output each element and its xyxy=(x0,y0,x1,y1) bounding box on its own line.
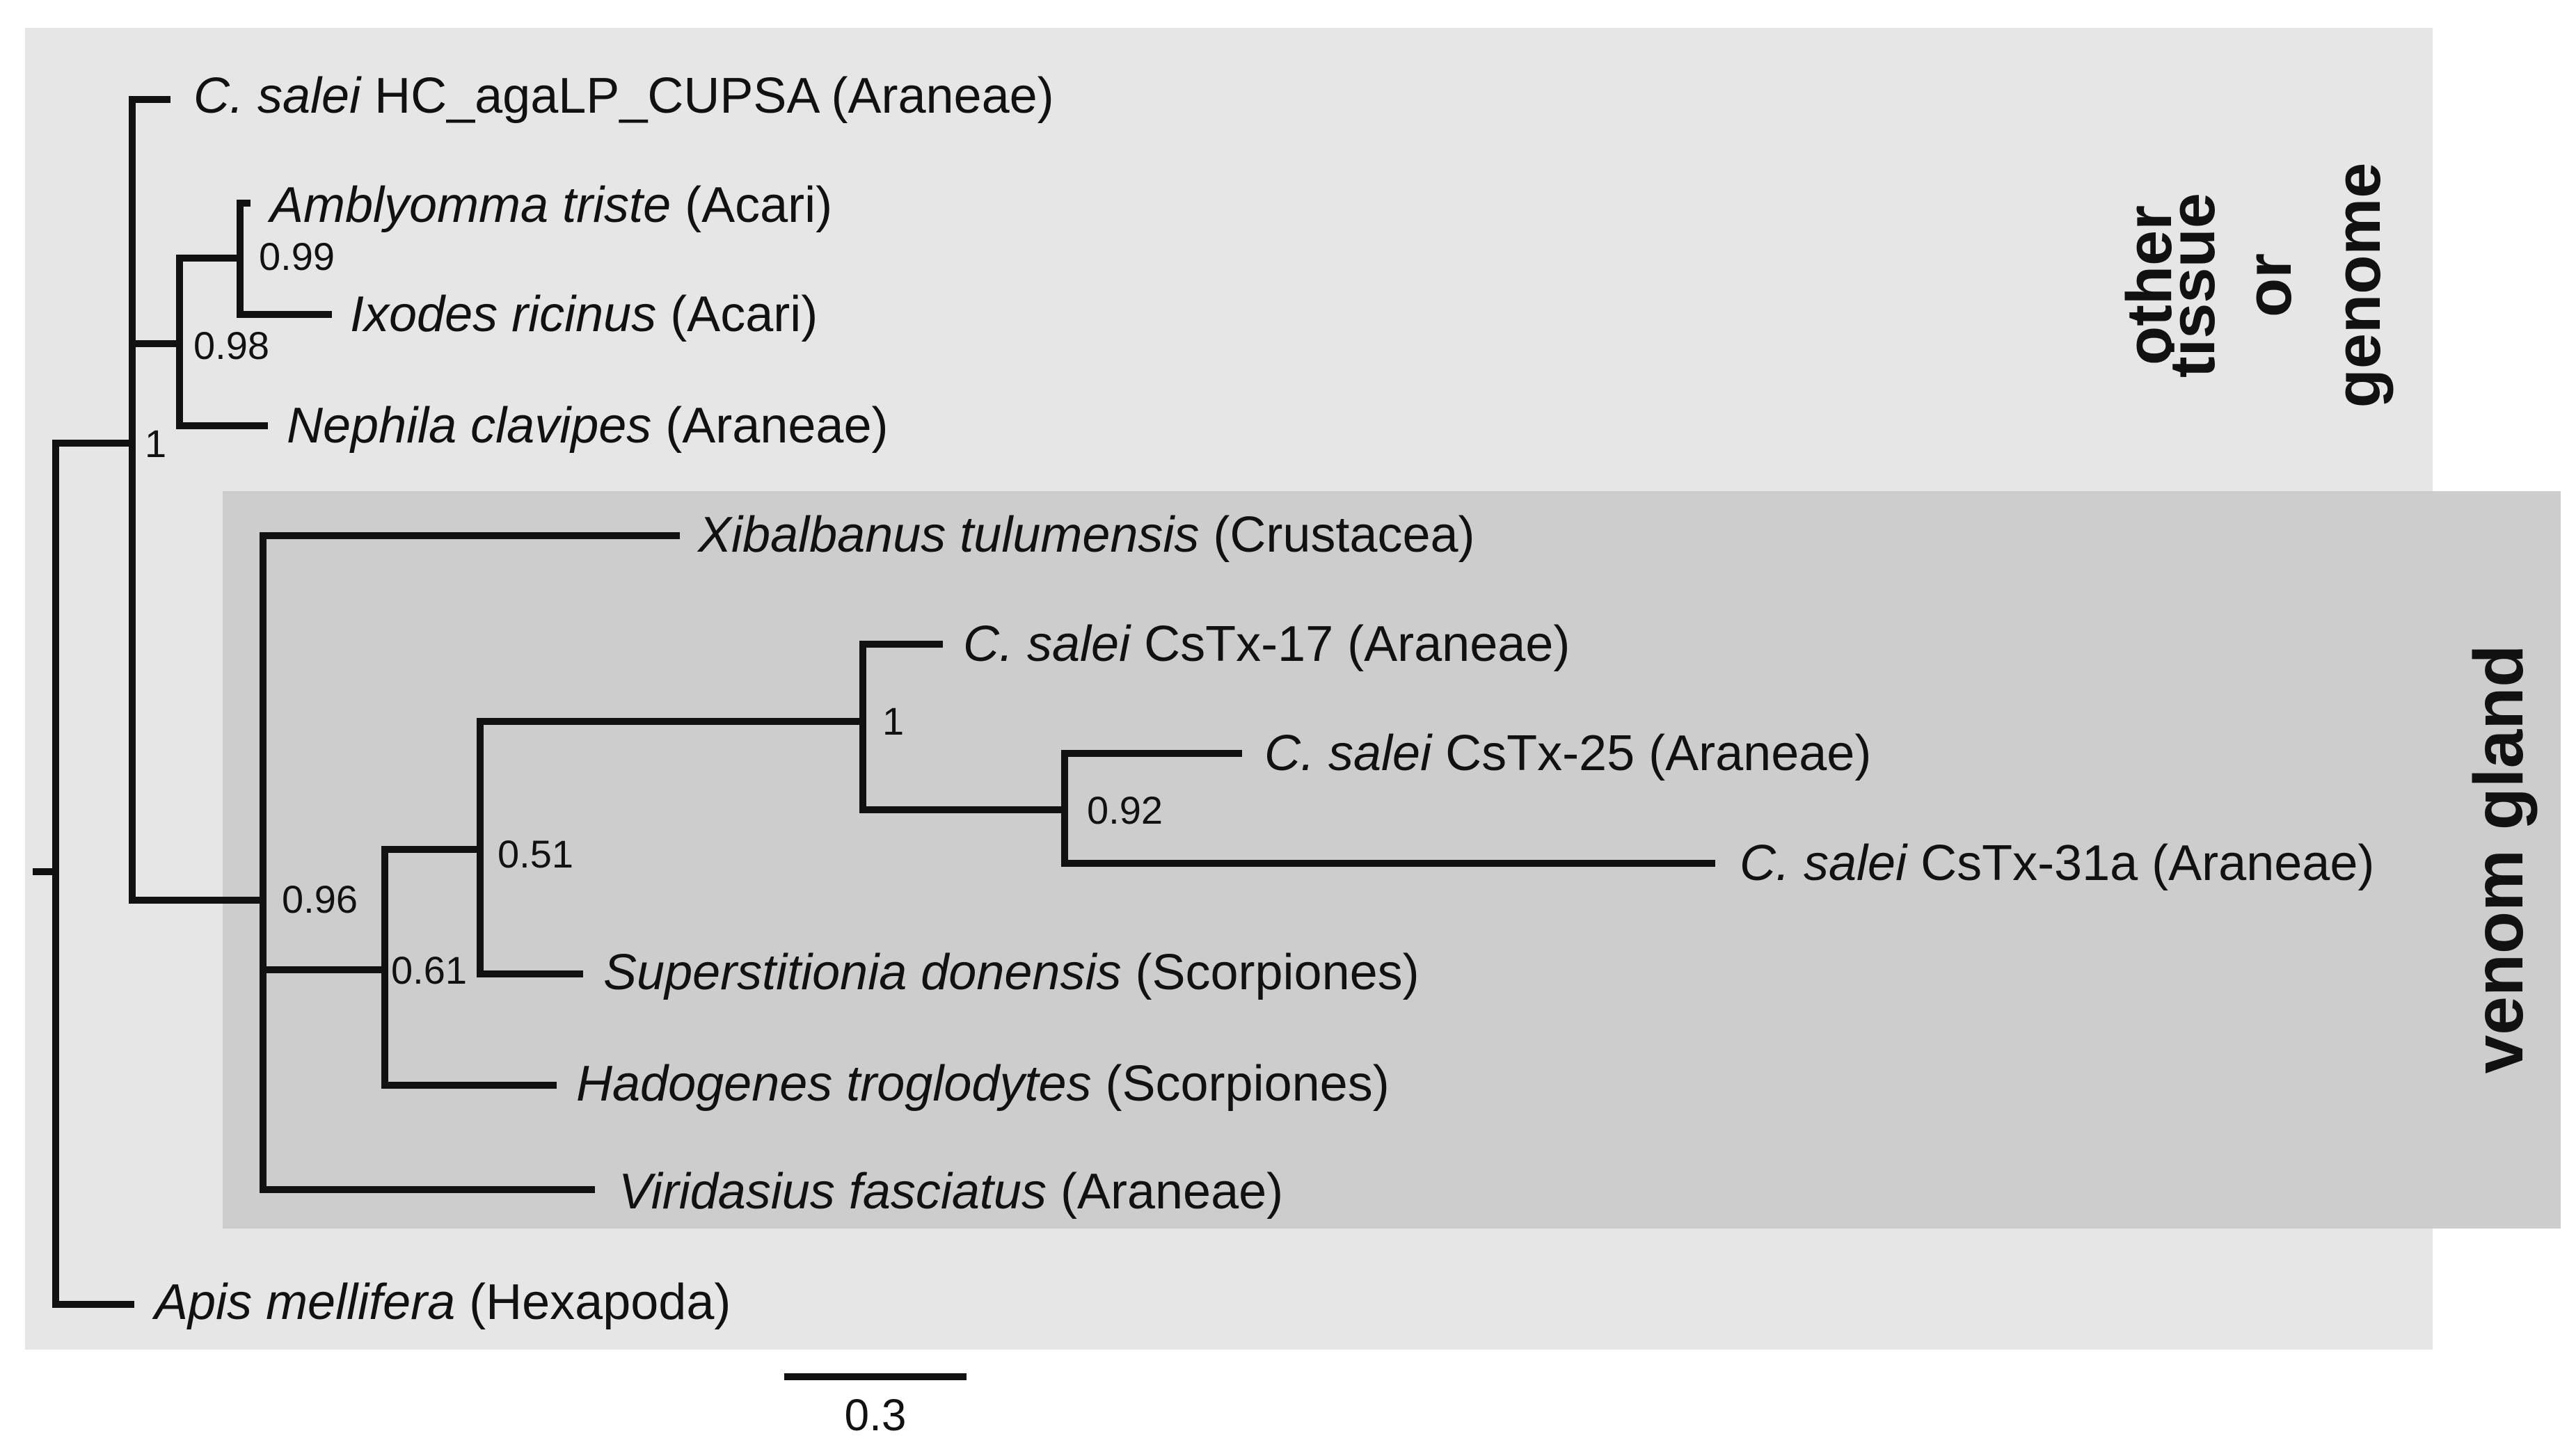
taxon-label: Nephila clavipes (Araneae) xyxy=(287,398,888,454)
support-value: 0.92 xyxy=(1087,788,1163,832)
taxon-species: Viridasius fasciatus xyxy=(619,1164,1047,1220)
other-tissue-label-line-4: genome xyxy=(2323,163,2394,408)
taxon-detail: (Acari) xyxy=(671,177,832,233)
taxon-species: C. salei xyxy=(1740,836,1908,891)
support-value: 0.99 xyxy=(259,234,335,278)
scale-bar-label: 0.3 xyxy=(845,1390,907,1440)
taxon-species: Apis mellifera xyxy=(152,1274,455,1330)
taxon-species: Superstitionia donensis xyxy=(603,945,1121,1000)
other-tissue-label-line-2: tissue xyxy=(2157,193,2228,378)
support-value: 0.51 xyxy=(498,832,573,876)
venom-gland-label: venom gland xyxy=(2460,645,2538,1074)
taxon-detail: (Araneae) xyxy=(651,398,888,454)
taxon-label: C. salei CsTx-31a (Araneae) xyxy=(1740,836,2374,891)
support-value: 0.98 xyxy=(193,323,269,367)
taxon-species: Amblyomma triste xyxy=(267,177,671,233)
support-values: 0.99 0.98 1 1 0.92 0.51 0.96 0.61 xyxy=(145,234,1163,992)
taxon-detail: CsTx-25 (Araneae) xyxy=(1431,726,1871,781)
taxon-label: Viridasius fasciatus (Araneae) xyxy=(619,1164,1283,1220)
taxon-label: Amblyomma triste (Acari) xyxy=(267,177,832,233)
tree-branches xyxy=(33,96,1715,1380)
taxon-species: Nephila clavipes xyxy=(287,398,651,454)
support-value: 0.96 xyxy=(282,877,358,921)
taxon-detail: CsTx-31a (Araneae) xyxy=(1907,836,2374,891)
taxon-species: Hadogenes troglodytes xyxy=(576,1056,1092,1112)
taxon-label: Apis mellifera (Hexapoda) xyxy=(152,1274,731,1330)
support-value: 0.61 xyxy=(391,948,467,992)
other-tissue-label-line-3: or xyxy=(2234,253,2305,317)
taxon-label: Xibalbanus tulumensis (Crustacea) xyxy=(697,507,1475,563)
taxon-detail: (Crustacea) xyxy=(1199,507,1474,563)
taxon-species: C. salei xyxy=(1264,726,1433,781)
taxon-species: C. salei xyxy=(963,616,1131,672)
taxon-detail: CsTx-17 (Araneae) xyxy=(1130,616,1570,672)
support-value: 1 xyxy=(882,699,904,743)
support-value: 1 xyxy=(145,422,166,465)
taxon-species: Ixodes ricinus xyxy=(350,287,656,342)
taxon-label: C. salei CsTx-17 (Araneae) xyxy=(963,616,1570,672)
taxon-labels: C. salei HC_agaLP_CUPSA (Araneae) Amblyo… xyxy=(152,68,2374,1330)
taxon-species: C. salei xyxy=(193,68,362,124)
taxon-detail: (Hexapoda) xyxy=(455,1274,731,1330)
other-tissue-label-line: other xyxy=(2114,205,2185,365)
taxon-species: Xibalbanus tulumensis xyxy=(697,507,1199,563)
taxon-label: Hadogenes troglodytes (Scorpiones) xyxy=(576,1056,1390,1112)
taxon-detail: (Scorpiones) xyxy=(1092,1056,1390,1112)
taxon-detail: HC_agaLP_CUPSA (Araneae) xyxy=(360,68,1054,124)
taxon-detail: (Araneae) xyxy=(1047,1164,1283,1220)
taxon-label: Superstitionia donensis (Scorpiones) xyxy=(603,945,1420,1000)
taxon-label: C. salei HC_agaLP_CUPSA (Araneae) xyxy=(193,68,1054,124)
taxon-detail: (Scorpiones) xyxy=(1121,945,1419,1000)
taxon-label: Ixodes ricinus (Acari) xyxy=(350,287,818,342)
taxon-label: C. salei CsTx-25 (Araneae) xyxy=(1264,726,1871,781)
other-tissue-label: other xyxy=(2114,205,2185,365)
taxon-detail: (Acari) xyxy=(656,287,818,342)
